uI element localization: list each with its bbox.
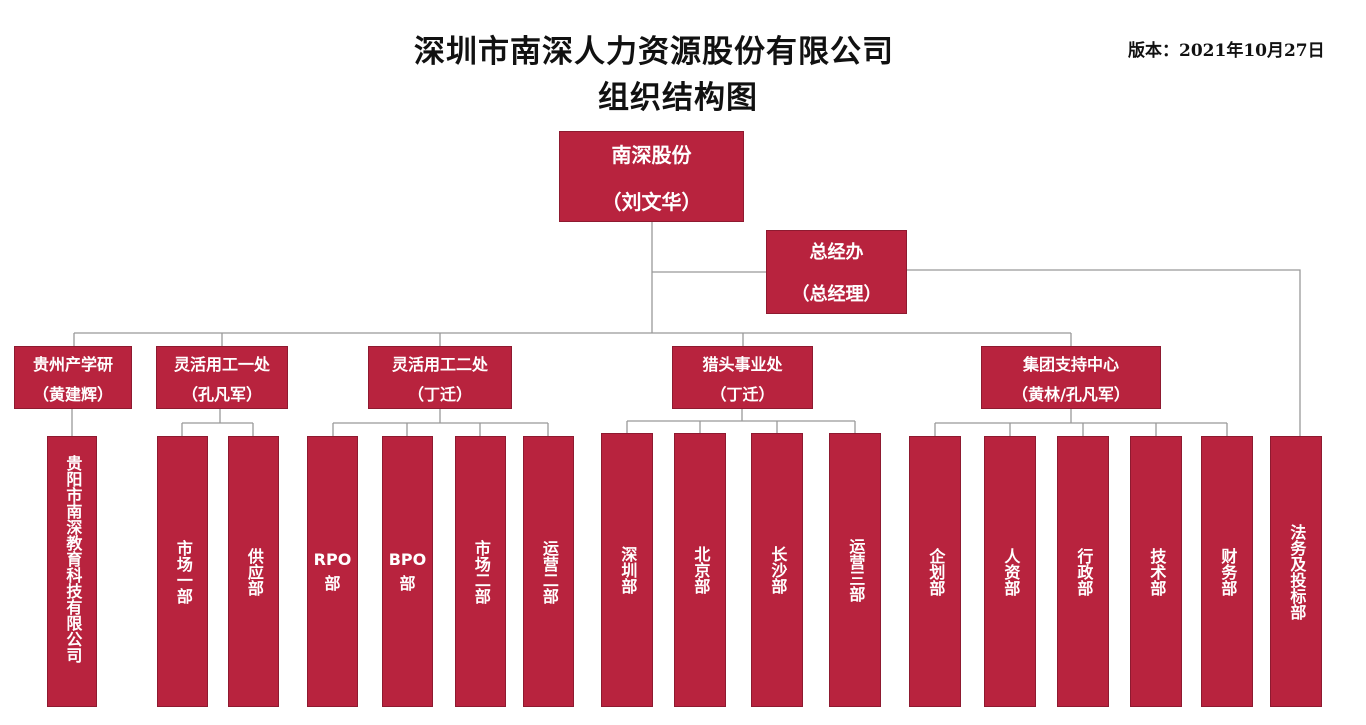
node-name: 总经办 <box>809 242 864 263</box>
dept-label: 长沙部 <box>768 546 788 594</box>
dept-label: 运营三部 <box>846 538 866 602</box>
node-general-office: 总经办 （总经理） <box>766 230 907 314</box>
node-person: （黄建辉） <box>32 384 113 404</box>
dept-rpo: RPO 部 <box>307 436 358 707</box>
division-headhunt: 猎头事业处 （丁迁） <box>672 346 813 409</box>
division-flex1: 灵活用工一处 （孔凡军） <box>156 346 288 409</box>
dept-shenzhen: 深圳部 <box>601 433 653 707</box>
dept-label-top: BPO <box>388 549 427 569</box>
dept-label-top: RPO <box>313 549 352 569</box>
dept-market2: 市场二部 <box>455 436 506 707</box>
version-label: 版本：2021年10月27日 <box>1128 41 1325 61</box>
dept-ops2: 运营二部 <box>523 436 574 707</box>
node-name: 灵活用工二处 <box>391 354 488 374</box>
dept-label: 人资部 <box>1001 547 1021 596</box>
dept-admin: 行政部 <box>1057 436 1109 707</box>
node-name: 集团支持中心 <box>1022 354 1119 374</box>
node-name: 贵州产学研 <box>32 354 113 374</box>
division-support: 集团支持中心 （黄林/孔凡军） <box>981 346 1161 409</box>
dept-changsha: 长沙部 <box>751 433 803 707</box>
page-title-line1: 深圳市南深人力资源股份有限公司 <box>414 34 894 70</box>
dept-label: 深圳部 <box>618 546 638 594</box>
dept-label: 企划部 <box>926 547 946 596</box>
dept-label: 运营二部 <box>539 539 559 604</box>
dept-beijing: 北京部 <box>674 433 726 707</box>
dept-label: 技术部 <box>1147 547 1167 596</box>
dept-ops3: 运营三部 <box>829 433 881 707</box>
division-flex2: 灵活用工二处 （丁迁） <box>368 346 512 409</box>
node-person: （刘文华） <box>601 189 702 214</box>
dept-planning: 企划部 <box>909 436 961 707</box>
dept-label: 财务部 <box>1218 547 1238 596</box>
dept-guizhou-company: 贵阳市南深教育科技有限公司 <box>47 436 97 707</box>
node-person: （丁迁） <box>407 384 472 404</box>
division-guizhou: 贵州产学研 （黄建辉） <box>14 346 132 409</box>
dept-label-bottom: 部 <box>324 573 341 593</box>
dept-label: 供应部 <box>244 547 264 596</box>
top-node-nanshen: 南深股份 （刘文华） <box>559 131 744 222</box>
node-person: （丁迁） <box>710 384 775 404</box>
dept-label-bottom: 部 <box>399 573 416 593</box>
dept-label: 法务及投标部 <box>1287 523 1307 620</box>
node-person: （孔凡军） <box>181 384 262 404</box>
dept-supply: 供应部 <box>228 436 279 707</box>
dept-legal: 法务及投标部 <box>1270 436 1322 707</box>
node-person: （黄林/孔凡军） <box>1012 384 1130 404</box>
dept-label: 市场二部 <box>471 539 491 604</box>
dept-hr: 人资部 <box>984 436 1036 707</box>
node-name: 南深股份 <box>611 142 692 167</box>
page-title-line2: 组织结构图 <box>598 80 758 116</box>
dept-label: 市场一部 <box>173 539 193 604</box>
dept-bpo: BPO 部 <box>382 436 433 707</box>
node-name: 猎头事业处 <box>702 354 783 374</box>
node-name: 灵活用工一处 <box>173 354 270 374</box>
dept-tech: 技术部 <box>1130 436 1182 707</box>
dept-market1: 市场一部 <box>157 436 208 707</box>
dept-label: 贵阳市南深教育科技有限公司 <box>63 455 83 663</box>
dept-label: 北京部 <box>691 546 711 594</box>
node-person: （总经理） <box>791 284 882 305</box>
dept-label: 行政部 <box>1074 547 1094 596</box>
dept-finance: 财务部 <box>1201 436 1253 707</box>
